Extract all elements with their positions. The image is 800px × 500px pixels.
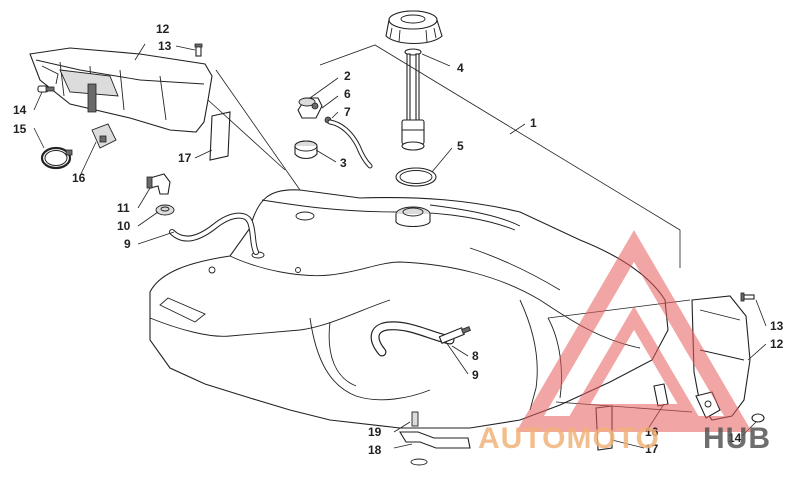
callout-5: 5 (457, 139, 464, 153)
right-side-cover (653, 295, 751, 421)
washer (155, 204, 175, 216)
callout-9-center: 9 (472, 368, 479, 382)
callout-14-right: 14 (728, 431, 742, 445)
cover-screw-top (194, 43, 203, 57)
mounting-bracket-bottom (399, 411, 471, 466)
grommet (294, 140, 318, 160)
callout-8: 8 (472, 349, 479, 363)
adhesive-pad-left (209, 111, 231, 161)
watermark-triangle (516, 230, 752, 432)
callout-6: 6 (344, 87, 351, 101)
cover-screw-right (740, 292, 755, 302)
callout-17-left: 17 (178, 151, 192, 165)
gasket-ring (395, 167, 437, 187)
fuel-cap (385, 10, 443, 56)
callout-7: 7 (344, 105, 351, 119)
callout-10: 10 (117, 219, 131, 233)
fuel-pump-sender (401, 53, 425, 151)
callout-17-right: 17 (645, 442, 659, 456)
watermark-hub: HUB (703, 422, 771, 455)
callout-15: 15 (13, 122, 27, 136)
callout-13-right: 13 (770, 319, 784, 333)
hose-clamp-left (40, 146, 73, 170)
callout-18: 18 (368, 443, 382, 457)
breather-hose-left (169, 212, 259, 255)
breather-hose-center (370, 321, 471, 357)
elbow-fitting (146, 173, 171, 195)
callout-12-right: 12 (770, 337, 784, 351)
pin-fastener-right (751, 413, 765, 423)
callout-9-left: 9 (124, 237, 131, 251)
watermark-automoto: AUTOMOTO (478, 422, 660, 455)
assembly-bracket-line (319, 44, 681, 268)
fuel-tank (149, 189, 669, 429)
callout-19: 19 (368, 425, 382, 439)
watermark-text: AUTOMOTO HUB (478, 422, 771, 455)
breather-tube (327, 119, 373, 169)
callout-4: 4 (457, 61, 464, 75)
callout-3: 3 (340, 156, 347, 170)
callout-2: 2 (344, 69, 351, 83)
callout-16-left: 16 (72, 171, 86, 185)
callout-12-top: 12 (156, 22, 170, 36)
callout-13-top: 13 (158, 39, 172, 53)
callout-14-left: 14 (13, 103, 27, 117)
pin-fastener-left (37, 85, 55, 93)
callout-1: 1 (530, 116, 537, 130)
valve-assembly (297, 97, 323, 119)
callout-11: 11 (117, 201, 130, 215)
left-side-cover (29, 47, 213, 133)
filler-neck (395, 206, 431, 228)
callout-16-right: 16 (645, 425, 659, 439)
callout-labels: 12 13 14 15 16 17 2 6 7 3 4 5 1 11 10 9 … (13, 22, 784, 457)
clip-piece-left (91, 123, 117, 149)
